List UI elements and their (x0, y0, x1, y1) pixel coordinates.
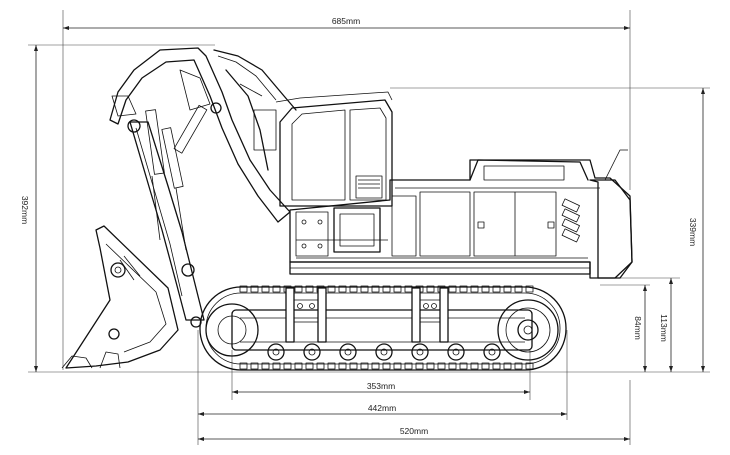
track-link (492, 362, 501, 370)
road-wheel-hub (416, 348, 424, 356)
track-link (272, 362, 281, 370)
track-link (316, 362, 325, 370)
undercarriage-length-label: 520mm (400, 426, 428, 436)
track-link (481, 362, 490, 370)
track-link (426, 362, 435, 370)
track-link (294, 285, 303, 293)
road-wheel (375, 343, 393, 361)
track-link (371, 362, 380, 370)
track-link (448, 362, 457, 370)
track-link (514, 285, 523, 293)
dimension-lines (28, 10, 710, 445)
road-wheel (267, 343, 285, 361)
drive-sprocket (497, 299, 559, 361)
track-link (459, 285, 468, 293)
track-link (305, 285, 314, 293)
track-link (261, 285, 270, 293)
road-wheel-hub (308, 348, 316, 356)
road-wheel-hub (380, 348, 388, 356)
road-wheel (483, 343, 501, 361)
track-link (239, 362, 248, 370)
track-link (360, 362, 369, 370)
track-link (437, 362, 446, 370)
track-link (272, 285, 281, 293)
wheelbase-label: 353mm (367, 381, 395, 391)
road-wheel (411, 343, 429, 361)
track-link (327, 285, 336, 293)
track-link (382, 285, 391, 293)
overall-length-label: 685mm (332, 16, 360, 26)
track-link (250, 285, 259, 293)
track-link (481, 285, 490, 293)
track-link (470, 285, 479, 293)
clearance-label: 84mm (633, 316, 643, 340)
track-link (448, 285, 457, 293)
track-link (525, 362, 534, 370)
track-link (415, 362, 424, 370)
track-link (349, 362, 358, 370)
boom-arm (109, 47, 297, 328)
track-link (503, 362, 512, 370)
handrail (469, 149, 628, 181)
track-link (404, 362, 413, 370)
road-wheel-hub (488, 348, 496, 356)
track-link (327, 362, 336, 370)
track-height-label: 113mm (659, 314, 669, 342)
track-link (393, 285, 402, 293)
cab-height-label: 339mm (688, 218, 698, 246)
track-link (525, 285, 534, 293)
track-link (393, 362, 402, 370)
dimension-labels: 685mm 392mm 339mm 113mm 84mm 353mm 442mm… (20, 16, 698, 436)
road-wheel (303, 343, 321, 361)
crawler-track (199, 285, 567, 371)
track-link (338, 362, 347, 370)
overall-height-label: 392mm (20, 196, 30, 224)
operator-cab (275, 91, 393, 257)
track-link (294, 362, 303, 370)
track-link (426, 285, 435, 293)
road-wheel (339, 343, 357, 361)
track-link (514, 362, 523, 370)
road-wheel-hub (344, 348, 352, 356)
track-link (371, 285, 380, 293)
track-link (305, 362, 314, 370)
bucket (61, 225, 179, 369)
track-link (470, 362, 479, 370)
track-link (349, 285, 358, 293)
track-link (261, 362, 270, 370)
track-link (503, 285, 512, 293)
road-wheel-hub (272, 348, 280, 356)
track-link (360, 285, 369, 293)
track-link (250, 362, 259, 370)
road-wheel (447, 343, 465, 361)
upper-body (289, 159, 633, 279)
track-link (338, 285, 347, 293)
track-link (382, 362, 391, 370)
track-length-label: 442mm (368, 403, 396, 413)
track-link (492, 285, 501, 293)
track-link (239, 285, 248, 293)
track-link (459, 362, 468, 370)
road-wheel-hub (452, 348, 460, 356)
track-link (283, 362, 292, 370)
